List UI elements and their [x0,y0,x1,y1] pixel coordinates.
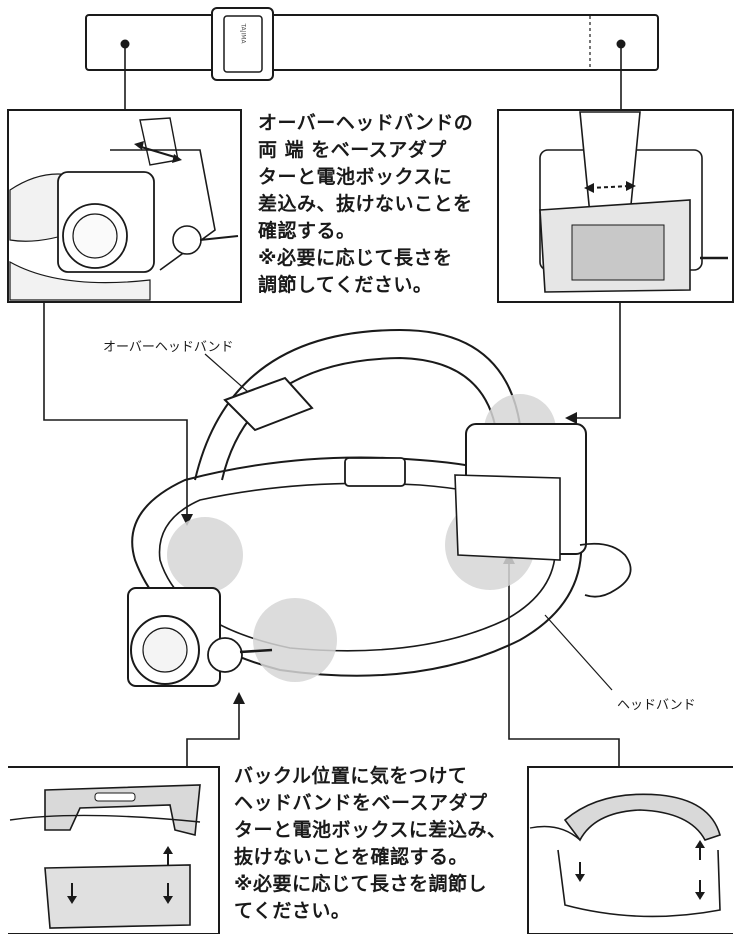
instruction-line: 抜けないことを確認する。 [234,846,469,868]
instruction-line: 調節してください。 [258,274,433,296]
instruction-line: てください。 [234,900,351,922]
instruction-line: 両 端 をベースアダプ [258,139,447,161]
strap-buckle [211,7,274,81]
instruction-line: ※必要に応じて長さを [258,247,453,269]
detail-box-bottom-right [527,766,733,934]
instruction-headband: バックル位置に気をつけて ヘッドバンドをベースアダプ ターと電池ボックスに差込み… [234,763,524,925]
instruction-line: 確認する。 [258,220,356,242]
detail-box-bottom-left [8,766,220,934]
detail-box-top-left [7,109,242,303]
instruction-line: オーバーヘッドバンドの [258,112,474,134]
instruction-overhead-band: オーバーヘッドバンドの 両 端 をベースアダプ ターと電池ボックスに 差込み、抜… [258,110,496,299]
instruction-line: ターと電池ボックスに [258,166,453,188]
connector-lines [43,48,622,767]
buckle-logo-text: TAJIMA [239,23,247,44]
instruction-line: 差込み、抜けないことを [258,193,473,215]
label-headband: ヘッドバンド [617,698,696,713]
instruction-line: ※必要に応じて長さを調節し [234,873,487,895]
instruction-line: ヘッドバンドをベースアダプ [234,792,488,814]
instruction-line: ターと電池ボックスに差込み、 [234,819,507,841]
strap-left-end-dot [120,39,130,49]
strap-diagram [85,7,659,81]
detail-box-top-right [497,109,734,303]
headlamp-illustration [127,328,632,691]
instruction-line: バックル位置に気をつけて [234,765,468,787]
strap-right-end-dot [616,39,626,49]
label-overhead-band: オーバーヘッドバンド [103,340,234,355]
